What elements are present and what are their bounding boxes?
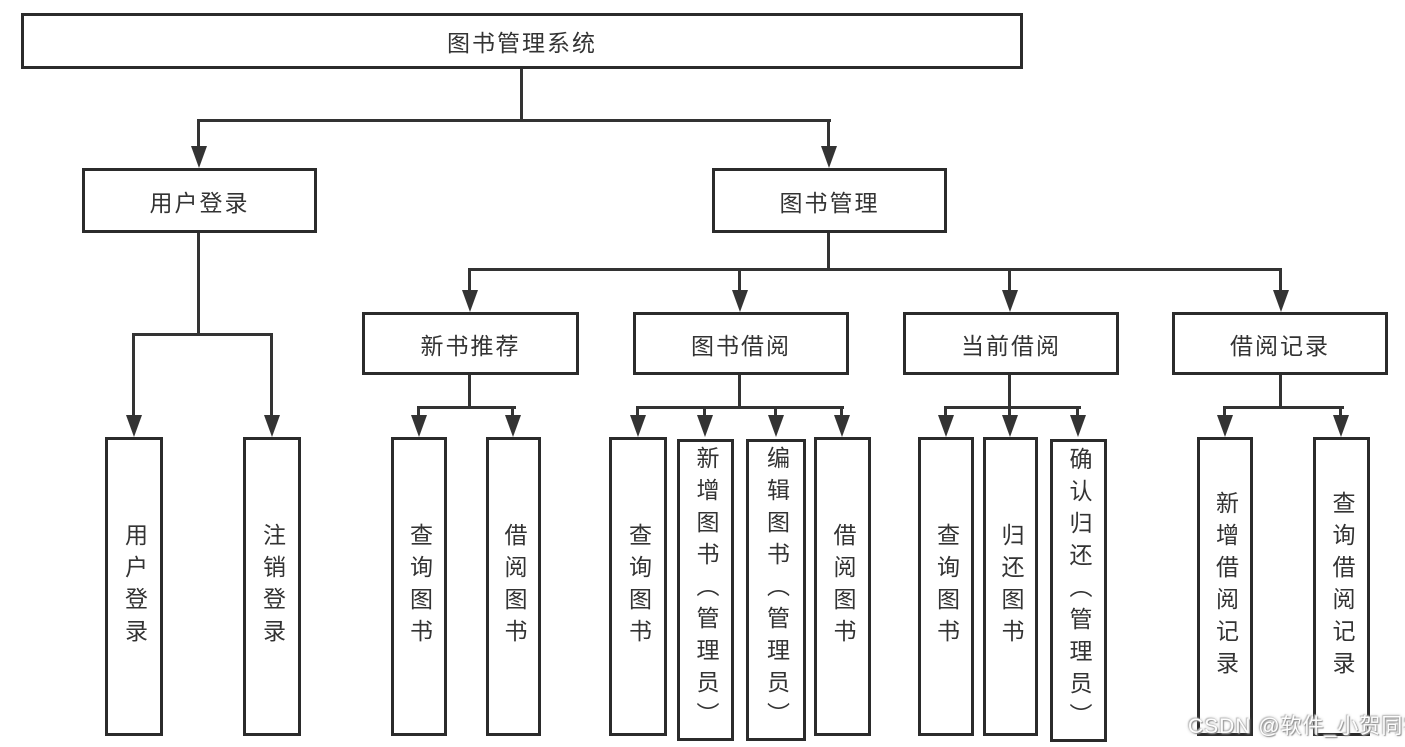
arrowhead-down-icon: [1217, 415, 1233, 437]
node-book-borrow: 图书借阅: [633, 312, 849, 375]
arrowhead-down-icon: [768, 415, 784, 437]
connector-line: [132, 333, 273, 336]
connector-line: [944, 406, 1081, 409]
arrowhead-down-icon: [126, 415, 142, 437]
leaf-cb-confirm-return-label: 确认归还（管理员）: [1066, 446, 1092, 735]
arrowhead-down-icon: [732, 290, 748, 312]
connector-line: [774, 406, 777, 418]
arrowhead-down-icon: [697, 415, 713, 437]
leaf-bb-borrow-book: 借阅图书: [814, 437, 871, 736]
node-user-login-label: 用户登录: [149, 189, 250, 216]
connector-line: [1076, 406, 1079, 418]
arrowhead-down-icon: [411, 415, 427, 437]
arrowhead-down-icon: [264, 415, 280, 437]
node-book-mgmt: 图书管理: [712, 168, 947, 233]
connector-line: [1339, 406, 1342, 418]
connector-line: [1223, 406, 1226, 418]
connector-line: [944, 406, 947, 418]
leaf-rec-borrow-book: 借阅图书: [486, 437, 541, 736]
node-new-book-rec-label: 新书推荐: [420, 332, 521, 359]
connector-line: [132, 333, 135, 417]
leaf-rec-query-book-label: 查询图书: [406, 522, 433, 651]
connector-line: [197, 119, 831, 122]
node-borrow-record-label: 借阅记录: [1230, 332, 1330, 359]
arrowhead-down-icon: [191, 146, 207, 168]
arrowhead-down-icon: [1002, 290, 1018, 312]
connector-line: [703, 406, 706, 418]
arrowhead-down-icon: [1273, 290, 1289, 312]
leaf-br-add-record-label: 新增借阅记录: [1212, 490, 1239, 683]
leaf-rec-borrow-book-label: 借阅图书: [501, 522, 527, 651]
connector-line: [840, 406, 843, 418]
leaf-login: 用户登录: [105, 437, 163, 736]
node-new-book-rec: 新书推荐: [362, 312, 579, 375]
connector-line: [520, 69, 523, 121]
leaf-bb-add-book: 新增图书（管理员）: [677, 439, 734, 741]
connector-line: [738, 268, 741, 294]
connector-line: [197, 233, 200, 336]
connector-line: [1008, 406, 1011, 418]
leaf-cb-return-book: 归还图书: [983, 437, 1038, 736]
leaf-login-label: 用户登录: [121, 522, 148, 651]
arrowhead-down-icon: [505, 415, 521, 437]
connector-line: [636, 406, 844, 409]
arrowhead-down-icon: [834, 415, 850, 437]
connector-line: [1279, 268, 1282, 294]
leaf-br-query-record-label: 查询借阅记录: [1329, 490, 1355, 683]
connector-line: [468, 268, 471, 294]
leaf-bb-add-book-label: 新增图书（管理员）: [693, 446, 719, 734]
node-book-mgmt-label: 图书管理: [779, 189, 880, 216]
leaf-bb-edit-book-label: 编辑图书（管理员）: [763, 446, 790, 734]
leaf-logout: 注销登录: [243, 437, 301, 736]
connector-line: [197, 119, 200, 151]
node-book-borrow-label: 图书借阅: [691, 332, 791, 359]
connector-line: [1008, 268, 1011, 294]
node-user-login: 用户登录: [82, 168, 317, 233]
node-current-borrow-label: 当前借阅: [961, 332, 1061, 359]
connector-line: [1223, 406, 1344, 409]
node-current-borrow: 当前借阅: [903, 312, 1119, 375]
connector-line: [827, 119, 830, 151]
connector-line: [738, 375, 741, 409]
arrowhead-down-icon: [938, 415, 954, 437]
leaf-cb-return-book-label: 归还图书: [998, 522, 1024, 651]
connector-line: [417, 406, 420, 418]
leaf-cb-query-book-label: 查询图书: [933, 522, 960, 651]
leaf-bb-edit-book: 编辑图书（管理员）: [746, 439, 806, 741]
arrowhead-down-icon: [462, 290, 478, 312]
leaf-logout-label: 注销登录: [259, 522, 286, 651]
connector-line: [636, 406, 639, 418]
leaf-cb-query-book: 查询图书: [918, 437, 974, 736]
leaf-bb-borrow-book-label: 借阅图书: [830, 522, 856, 651]
arrowhead-down-icon: [630, 415, 646, 437]
connector-line: [1008, 375, 1011, 409]
leaf-rec-query-book: 查询图书: [391, 437, 447, 736]
leaf-br-add-record: 新增借阅记录: [1197, 437, 1253, 736]
leaf-bb-query-book-label: 查询图书: [625, 522, 652, 651]
arrowhead-down-icon: [1002, 415, 1018, 437]
connector-line: [468, 268, 1282, 271]
connector-line: [827, 233, 830, 271]
connector-line: [511, 406, 514, 418]
node-borrow-record: 借阅记录: [1172, 312, 1388, 375]
node-root: 图书管理系统: [21, 13, 1023, 69]
connector-line: [468, 375, 471, 409]
arrowhead-down-icon: [821, 146, 837, 168]
connector-line: [1279, 375, 1282, 409]
leaf-bb-query-book: 查询图书: [609, 437, 667, 736]
connector-line: [270, 333, 273, 417]
leaf-cb-confirm-return: 确认归还（管理员）: [1050, 439, 1107, 742]
arrowhead-down-icon: [1070, 415, 1086, 437]
node-root-label: 图书管理系统: [447, 30, 597, 56]
leaf-br-query-record: 查询借阅记录: [1313, 437, 1370, 736]
watermark: CSDN @软件_小贺同学: [1188, 715, 1405, 738]
connector-line: [417, 406, 516, 409]
arrowhead-down-icon: [1333, 415, 1349, 437]
